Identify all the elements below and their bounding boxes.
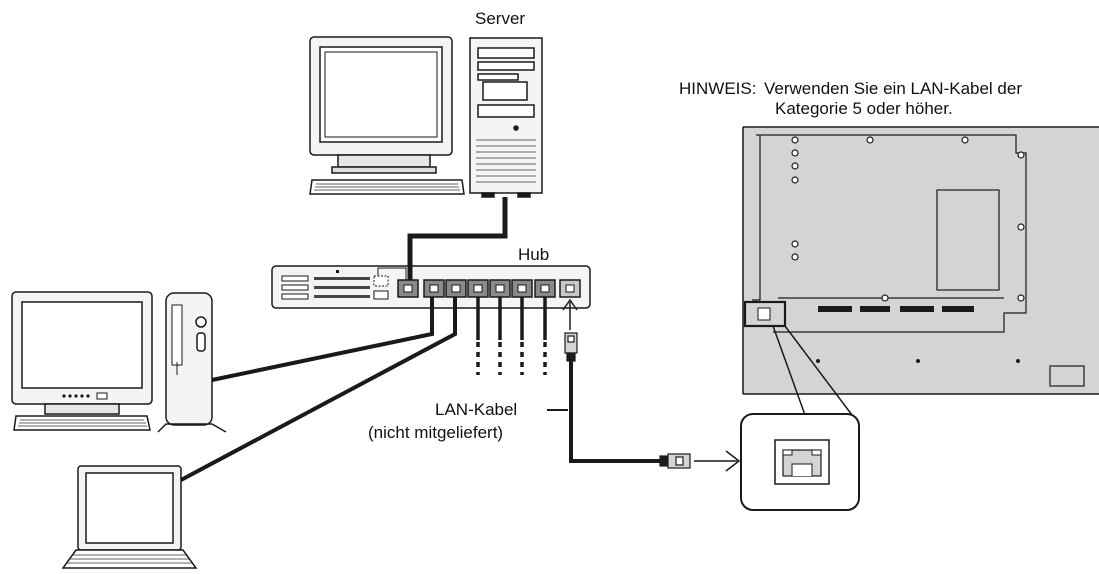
note-prefix: HINWEIS: — [679, 79, 757, 98]
rj45-connector-icon — [659, 453, 691, 469]
hub-ports — [397, 279, 581, 298]
arrow-icon — [694, 450, 741, 472]
lan-cable — [569, 361, 660, 463]
hub-icon — [271, 265, 591, 309]
arrow-icon — [562, 298, 578, 330]
lan-port-icon — [774, 439, 830, 485]
rj45-connector-icon — [564, 332, 578, 362]
note-line-1: Verwenden Sie ein LAN-Kabel der — [764, 79, 1022, 98]
laptop-hub-cable — [180, 297, 457, 482]
note-line-2: Kategorie 5 oder höher. — [775, 99, 953, 118]
lan-port-callout — [740, 325, 860, 511]
server-computer-icon — [309, 36, 543, 198]
server-hub-cable — [407, 197, 508, 280]
server-label: Server — [475, 9, 526, 28]
cable-label-line-2: (nicht mitgeliefert) — [368, 423, 504, 442]
additional-cables — [476, 297, 547, 375]
laptop-icon — [61, 465, 198, 569]
desktop-computer-icon — [11, 291, 227, 433]
cable-label-line-1: LAN-Kabel — [435, 400, 518, 419]
hub-label: Hub — [518, 245, 550, 264]
desktop-hub-cable — [211, 297, 434, 382]
display-rear-panel-icon — [742, 126, 1099, 395]
